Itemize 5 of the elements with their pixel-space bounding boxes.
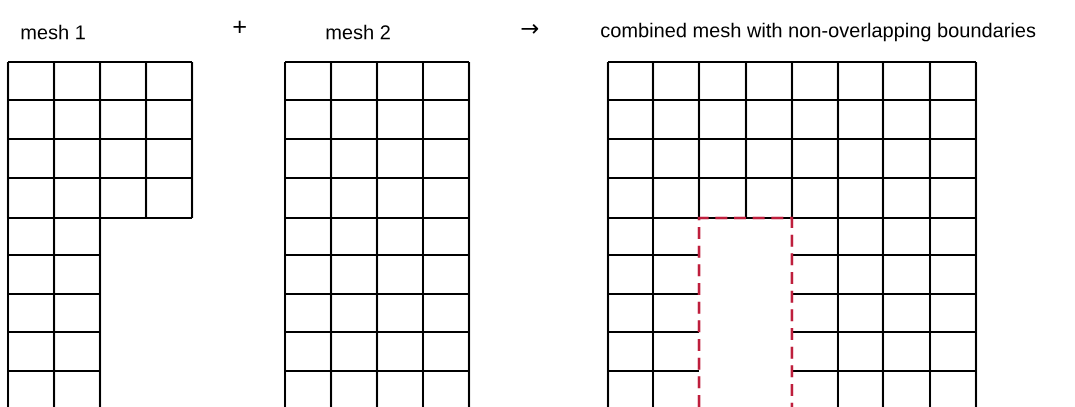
plus-sign: +	[233, 20, 246, 34]
arrow-symbol: →	[521, 24, 539, 34]
mesh-title: mesh 2	[326, 24, 390, 40]
mesh-title: mesh 1	[21, 24, 85, 40]
mesh-title: combined mesh with non-overlapping boundaries	[601, 22, 1036, 42]
